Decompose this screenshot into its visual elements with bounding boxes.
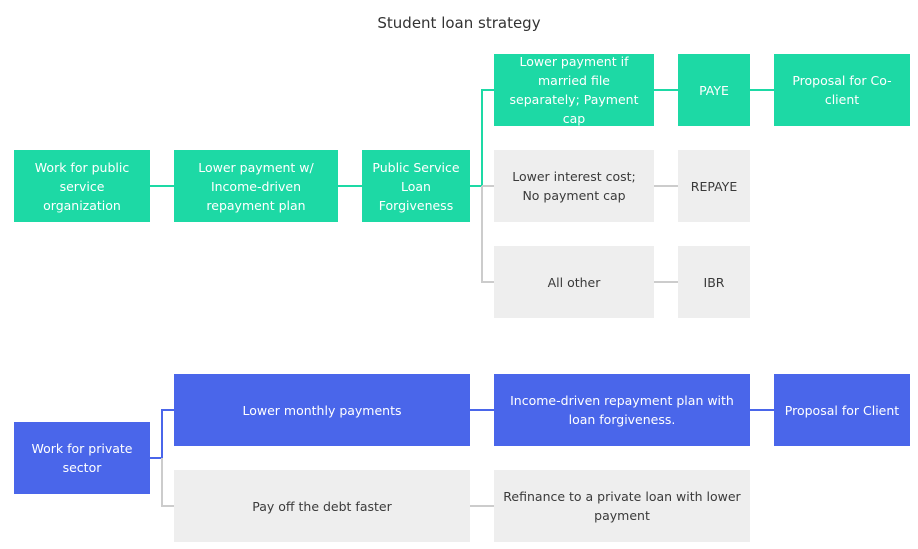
node-reason-married-separately: Lower payment if married file separately… — [494, 54, 654, 126]
node-proposal-client: Proposal for Client — [774, 374, 910, 446]
connector-branch-lower — [161, 409, 174, 458]
node-refinance-private: Refinance to a private loan with lower p… — [494, 470, 750, 542]
node-public-root: Work for public service organization — [14, 150, 150, 222]
node-private-root: Work for private sector — [14, 422, 150, 494]
node-income-driven-plan: Lower payment w/ Income-driven repayment… — [174, 150, 338, 222]
node-idr-loan-forgiveness: Income-driven repayment plan with loan f… — [494, 374, 750, 446]
connector-branch-ibr — [481, 186, 494, 283]
node-plan-ibr: IBR — [678, 246, 750, 318]
diagram-title: Student loan strategy — [377, 14, 541, 32]
node-pay-off-faster: Pay off the debt faster — [174, 470, 470, 542]
node-plan-paye: PAYE — [678, 54, 750, 126]
connector-branch-payoff — [161, 458, 174, 507]
node-reason-lower-interest: Lower interest cost; No payment cap — [494, 150, 654, 222]
node-lower-monthly-payments: Lower monthly payments — [174, 374, 470, 446]
node-plan-repaye: REPAYE — [678, 150, 750, 222]
node-proposal-co-client: Proposal for Co-client — [774, 54, 910, 126]
node-reason-all-other: All other — [494, 246, 654, 318]
node-pslf: Public Service Loan Forgiveness — [362, 150, 470, 222]
connector-branch-paye — [481, 89, 494, 186]
